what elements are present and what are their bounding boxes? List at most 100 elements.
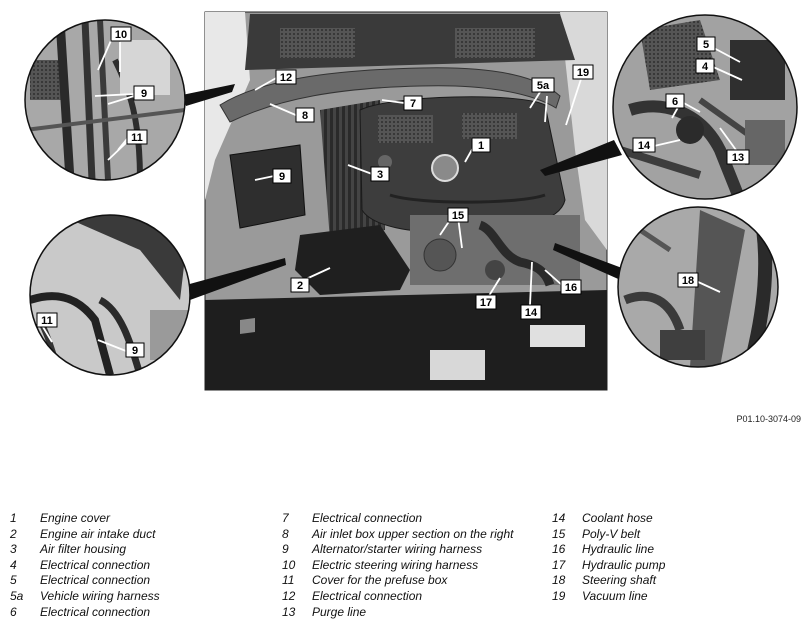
svg-text:9: 9 — [141, 88, 147, 100]
callout-leaders — [39, 35, 743, 352]
legend-item: 12 Electrical connection — [282, 589, 547, 605]
callout-4: 4 — [695, 58, 715, 74]
callout-10-left: 11 — [36, 312, 58, 328]
callout-9-top: 9 — [133, 85, 155, 101]
svg-text:19: 19 — [577, 67, 589, 79]
legend-text: Poly-V belt — [582, 526, 641, 541]
svg-text:9: 9 — [132, 345, 138, 357]
svg-text:16: 16 — [565, 282, 577, 294]
legend-text: Hydraulic line — [582, 542, 655, 557]
svg-text:15: 15 — [452, 210, 464, 222]
legend-num: 13 — [282, 604, 296, 619]
svg-text:18: 18 — [682, 275, 694, 287]
callout-14-circle: 14 — [632, 137, 656, 153]
legend-item: 11 Cover for the prefuse box — [282, 573, 547, 589]
legend-text: Electrical connection — [40, 604, 151, 619]
legend-item: 9 Alternator/starter wiring harness — [282, 542, 547, 558]
callout-3: 3 — [370, 166, 390, 182]
legend-text: Vacuum line — [582, 588, 648, 603]
legend-num: 2 — [10, 526, 17, 541]
legend-text: Engine cover — [40, 511, 111, 525]
legend-text: Engine air intake duct — [40, 526, 156, 541]
legend-num: 8 — [282, 526, 289, 541]
svg-text:14: 14 — [525, 307, 538, 319]
callout-18: 18 — [677, 272, 699, 288]
callout-7: 7 — [403, 95, 423, 111]
legend-num: 12 — [282, 588, 296, 603]
callout-11: 12 — [275, 69, 297, 85]
legend-text: Air filter housing — [40, 542, 127, 557]
legend-num: 19 — [552, 588, 566, 603]
legend-num: 1 — [10, 511, 17, 525]
legend-text: Vehicle wiring harness — [40, 588, 160, 603]
legend-text: Cover for the prefuse box — [312, 573, 448, 588]
callout-8: 8 — [295, 107, 315, 123]
legend-item: 17 Hydraulic pump — [552, 558, 810, 574]
svg-text:5a: 5a — [537, 80, 550, 92]
legend-item: 14 Coolant hose — [552, 511, 810, 527]
svg-text:3: 3 — [377, 169, 383, 181]
legend-text: Electrical connection — [40, 573, 151, 588]
callout-10-top: 11 — [126, 129, 148, 145]
legend-text: Electrical connection — [312, 588, 423, 603]
legend-num: 10 — [282, 557, 296, 572]
detail-circle-top-right — [612, 14, 798, 200]
legend-num: 4 — [10, 557, 17, 572]
svg-text:7: 7 — [410, 98, 416, 110]
callout-15: 15 — [447, 207, 469, 223]
legend-num: 6 — [10, 604, 17, 619]
detail-circle-left-middle — [29, 214, 191, 376]
legend-item: 3 Air filter housing — [10, 542, 275, 558]
svg-text:10: 10 — [115, 29, 127, 41]
callout-1: 1 — [471, 137, 491, 153]
callout-9-left: 9 — [125, 342, 145, 358]
svg-text:6: 6 — [672, 96, 678, 108]
legend-text: Hydraulic pump — [582, 557, 666, 572]
svg-text:12: 12 — [280, 72, 292, 84]
figure-reference-code: P01.10-3074-09 — [736, 414, 801, 424]
legend-num: 9 — [282, 542, 289, 557]
svg-text:11: 11 — [131, 132, 143, 144]
legend-num: 5a — [10, 588, 24, 603]
callout-16: 16 — [560, 279, 582, 295]
legend-item: 13 Purge line — [282, 605, 547, 621]
legend-item: 19 Vacuum line — [552, 589, 810, 605]
callout-2: 2 — [290, 277, 310, 293]
callout-12: 10 — [110, 26, 132, 42]
callout-5: 5 — [696, 36, 716, 52]
engine-compartment-figure: 10 9 11 11 9 12 8 7 5a 19 1 3 9 15 2 17 … — [24, 11, 798, 391]
legend-num: 14 — [552, 511, 566, 525]
svg-text:5: 5 — [703, 39, 709, 51]
detail-circle-top-left — [24, 19, 186, 181]
callout-17: 17 — [475, 294, 497, 310]
svg-text:11: 11 — [41, 315, 53, 327]
main-engine-photo — [204, 11, 608, 391]
legend-text: Purge line — [312, 604, 367, 619]
svg-text:1: 1 — [478, 140, 484, 152]
legend-num: 17 — [552, 557, 566, 572]
legend-num: 3 — [10, 542, 17, 557]
detail-connectors — [182, 84, 625, 300]
legend-num: 11 — [282, 573, 295, 588]
callout-5a: 5a — [531, 77, 555, 93]
legend-text: Alternator/starter wiring harness — [312, 542, 483, 557]
callout-19: 19 — [572, 64, 594, 80]
legend-text: Coolant hose — [582, 511, 653, 525]
callout-labels: 10 9 11 11 9 12 8 7 5a 19 1 3 9 15 2 17 … — [36, 26, 750, 358]
callout-6: 6 — [665, 93, 685, 109]
legend-item: 6 Electrical connection — [10, 605, 275, 621]
legend-column-1: 1 Engine cover 2 Engine air intake duct 3 A… — [10, 511, 275, 620]
legend-num: 7 — [282, 511, 289, 525]
callout-13: 13 — [726, 149, 750, 165]
svg-text:13: 13 — [732, 152, 744, 164]
callout-14-main: 14 — [520, 304, 542, 320]
svg-text:8: 8 — [302, 110, 308, 122]
